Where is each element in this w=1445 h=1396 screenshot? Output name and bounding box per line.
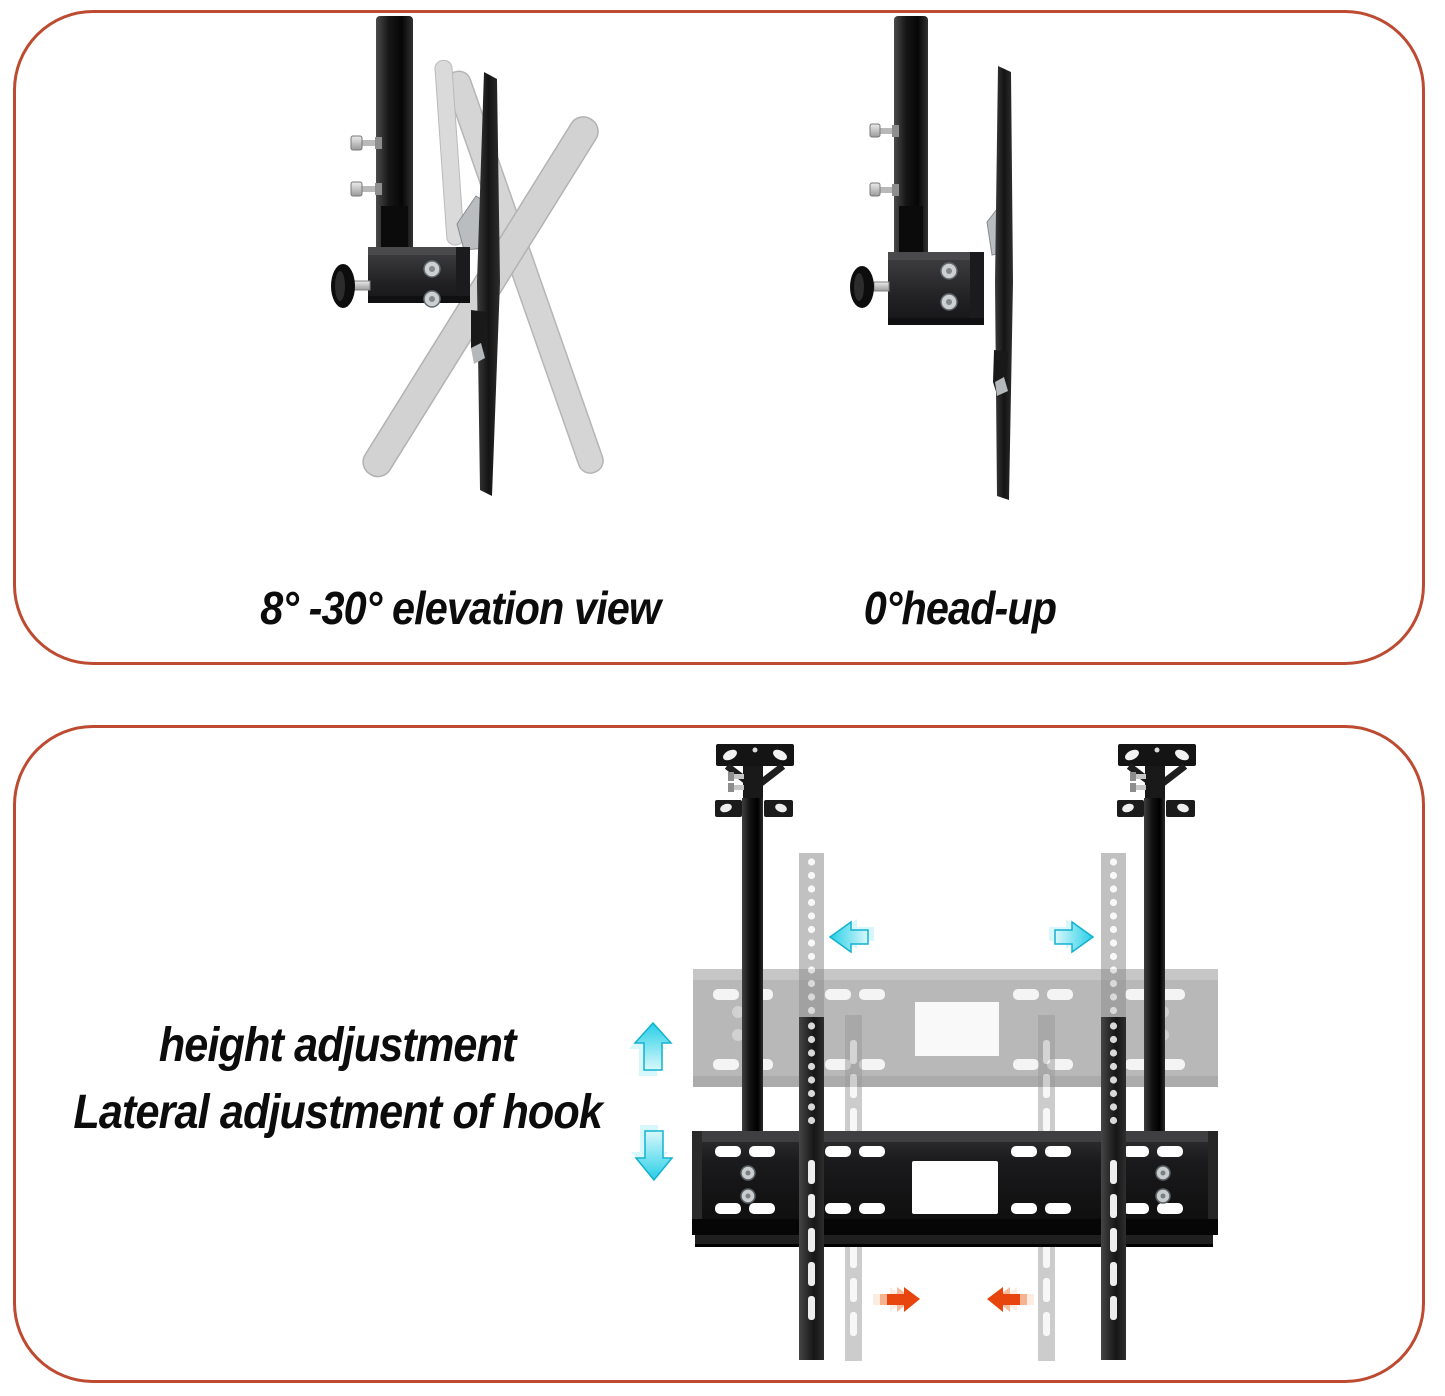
tilt-panel xyxy=(13,10,1425,665)
adjustment-panel xyxy=(13,725,1425,1383)
tv-plate-vertical xyxy=(995,66,1013,500)
clamp-bolts xyxy=(940,262,958,311)
pole-clamp-box xyxy=(331,247,470,308)
right-arrow-icon xyxy=(1049,919,1095,954)
orange-left-arrow-icon xyxy=(987,1287,1034,1312)
elevation-view-illustration xyxy=(331,16,604,496)
tv-rail-left xyxy=(799,1017,824,1360)
tv-crossbar xyxy=(692,1131,1218,1247)
left-arrow-icon xyxy=(828,919,874,954)
knob-shaft xyxy=(873,281,890,292)
up-arrow-icon xyxy=(629,1021,673,1076)
tv-rail-right xyxy=(1101,1017,1126,1360)
ghost-crossbar xyxy=(693,969,1218,1087)
ceiling-pole xyxy=(376,16,413,256)
elevation-caption-text: 8° -30° elevation view xyxy=(260,582,661,634)
plate-lower-hook xyxy=(471,310,487,364)
pole-lock-screws xyxy=(350,135,382,197)
head-up-caption-text: 0°head-up xyxy=(863,582,1057,634)
clamp-bolts xyxy=(423,260,441,308)
tv-plate-tilted xyxy=(477,72,500,496)
head-up-illustration xyxy=(850,16,1013,500)
height-lateral-illustration xyxy=(629,740,1218,1361)
height-adjustment-label: height adjustment xyxy=(159,1019,517,1072)
plate-lower-hook xyxy=(993,350,1008,398)
orange-right-arrow-icon xyxy=(873,1287,920,1312)
elevation-caption: 8° -30° elevation view xyxy=(170,581,750,635)
head-up-caption: 0°head-up xyxy=(770,581,1150,635)
knob-shaft xyxy=(353,280,371,291)
pole-clamp-box xyxy=(850,252,984,325)
tension-knob xyxy=(331,264,355,308)
ceiling-pole xyxy=(894,16,928,256)
tension-knob xyxy=(850,266,874,308)
down-arrow-icon xyxy=(631,1125,674,1182)
lateral-adjustment-label: Lateral adjustment of hook xyxy=(73,1086,603,1139)
pole-lock-screws xyxy=(869,123,899,197)
adjustment-caption: height adjustment Lateral adjustment of … xyxy=(15,1012,660,1146)
crossbar-bolts xyxy=(740,1165,1171,1204)
